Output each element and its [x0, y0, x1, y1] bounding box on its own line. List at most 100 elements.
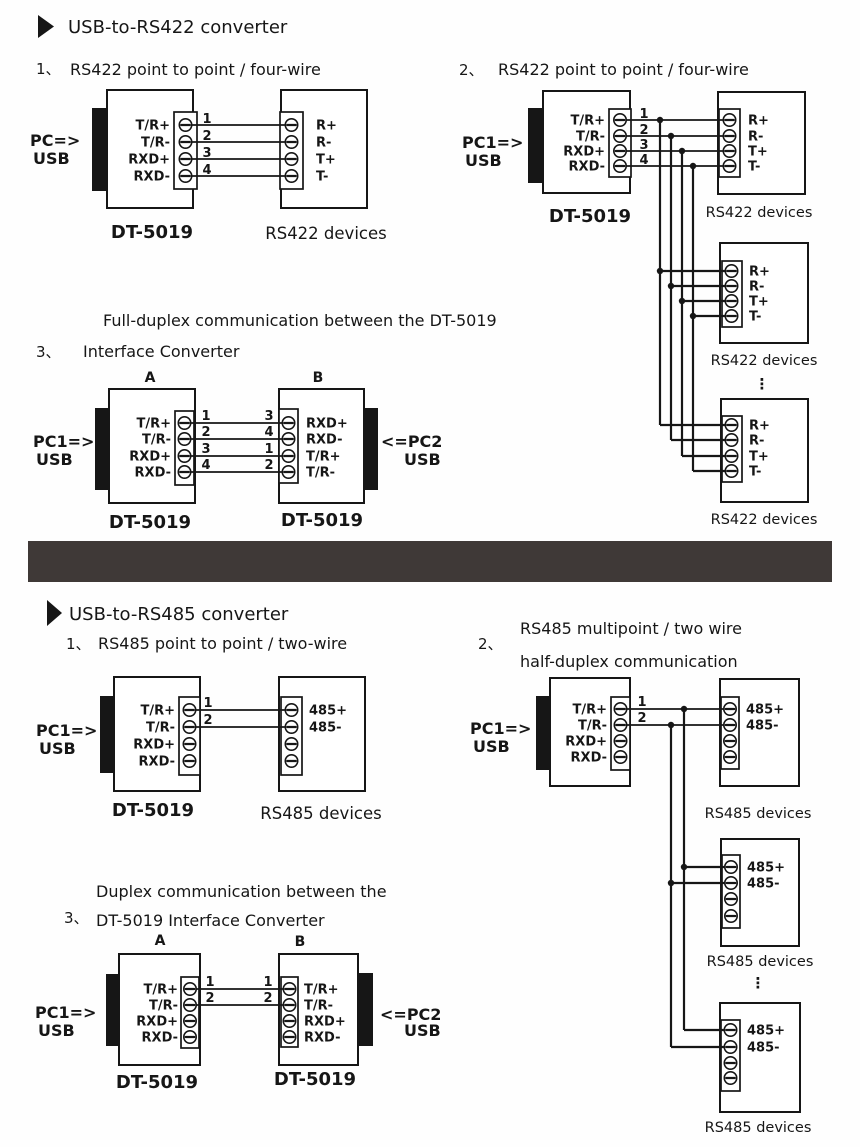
pin-label: T/R+ — [306, 450, 341, 465]
pin-label: RXD- — [304, 1031, 340, 1046]
wire-number: 1 — [639, 107, 648, 122]
junction-dot — [680, 705, 688, 713]
terminal-strip — [173, 111, 198, 190]
terminal-screw-icon — [612, 112, 628, 128]
terminal-screw-icon — [284, 719, 299, 735]
pin-label: 485- — [747, 877, 780, 892]
pin-label: RXD- — [134, 170, 170, 185]
pin-label: R- — [749, 434, 764, 449]
pin-label: RXD+ — [133, 738, 175, 753]
usb-label: USB — [36, 450, 73, 469]
pin-label: 485+ — [747, 861, 785, 876]
pin-label: RXD- — [142, 1031, 178, 1046]
rs485-duplex-diagram: Duplex communication between the 3、 DT-5… — [35, 882, 441, 1093]
pin-label: R- — [748, 130, 763, 145]
terminal-screw-icon — [724, 417, 739, 433]
wire-number: 1 — [264, 442, 273, 457]
diagram-title-line2: Interface Converter — [83, 342, 240, 361]
device-name: RS422 devices — [706, 205, 813, 221]
pin-label: RXD+ — [128, 153, 170, 168]
terminal-screw-icon — [613, 749, 628, 765]
pin-label: T/R+ — [143, 983, 178, 998]
terminal-screw-icon — [612, 158, 628, 174]
section-marker-icon — [47, 600, 62, 626]
section-marker-icon — [38, 15, 54, 38]
terminal-screw-icon — [281, 448, 296, 464]
terminal-screw-icon — [723, 1039, 738, 1055]
diagram-number: 1、 — [66, 635, 91, 653]
pin-label: R+ — [749, 265, 770, 280]
terminal-screw-icon — [723, 875, 739, 891]
more-devices-ellipsis: ⋮ — [755, 375, 770, 393]
terminal-screw-icon — [722, 112, 737, 128]
junction-dot — [678, 147, 686, 155]
pin-label: 485+ — [746, 703, 784, 718]
pc-label: PC1=> — [462, 133, 523, 152]
terminal-screw-icon — [722, 749, 738, 765]
pin-label: T/R+ — [140, 704, 175, 719]
unit-b-label: B — [295, 934, 306, 950]
pin-label: T- — [316, 170, 328, 185]
terminal-screw-icon — [182, 719, 197, 735]
pin-label: RXD+ — [129, 450, 171, 465]
terminal-screw-icon — [177, 415, 192, 431]
rs422-section: USB-to-RS422 converter 1、 RS422 point to… — [30, 15, 817, 533]
pin-label: T/R- — [146, 721, 175, 736]
wire-number: 4 — [202, 163, 211, 178]
terminal-screw-icon — [723, 1055, 738, 1071]
diagram-title: RS422 point to point / four-wire — [70, 60, 321, 79]
section-header: USB-to-RS422 converter — [68, 17, 288, 38]
pin-label: T/R+ — [572, 703, 607, 718]
terminal-screw-icon — [281, 431, 296, 447]
pin-label: RXD+ — [306, 417, 348, 432]
pin-label: T+ — [316, 153, 336, 168]
pin-label: T+ — [749, 295, 769, 310]
diagram-title: RS485 point to point / two-wire — [98, 634, 347, 653]
rs422-full-duplex-diagram: Full-duplex communication between the DT… — [33, 311, 497, 533]
rs485-section: USB-to-RS485 converter 1、 RS485 point to… — [35, 600, 813, 1136]
terminal-screw-icon — [182, 702, 197, 718]
pin-label: T/R+ — [136, 417, 171, 432]
device-name: RS485 devices — [705, 806, 812, 822]
usb-label: USB — [465, 151, 502, 170]
pin-label: T/R- — [304, 999, 333, 1014]
usb-connector-icon — [95, 408, 109, 490]
diagram-title-line1: Duplex communication between the — [96, 882, 387, 901]
pin-label: 485- — [747, 1041, 780, 1056]
junction-dot — [667, 132, 675, 140]
usb-label: USB — [404, 1021, 441, 1040]
terminal-screw-icon — [284, 151, 299, 167]
terminal-strip — [721, 260, 743, 328]
rs485-point-to-point-diagram: 1、 RS485 point to point / two-wire PC1=>… — [36, 634, 382, 823]
terminal-screw-icon — [723, 891, 739, 907]
terminal-screw-icon — [282, 997, 297, 1013]
terminal-screw-icon — [177, 464, 192, 480]
rs485-multipoint-diagram: 2、 RS485 multipoint / two wire half-dupl… — [470, 619, 813, 1136]
pc-label: <=PC2 — [381, 432, 442, 451]
terminal-screw-icon — [723, 1070, 738, 1086]
terminal-screw-icon — [724, 278, 739, 294]
junction-dot — [689, 312, 697, 320]
wire-number: 1 — [263, 975, 272, 990]
usb-label: USB — [473, 737, 510, 756]
terminal-screw-icon — [723, 1022, 738, 1038]
terminal-screw-icon — [723, 859, 739, 875]
wire-number: 1 — [637, 695, 646, 710]
terminal-screw-icon — [722, 128, 737, 144]
pin-label: T/R+ — [304, 983, 339, 998]
usb-connector-icon — [106, 974, 119, 1046]
terminal-screw-icon — [724, 293, 739, 309]
pin-label: RXD+ — [563, 145, 605, 160]
diagram-title-line1: RS485 multipoint / two wire — [520, 619, 742, 638]
terminal-strip — [718, 108, 741, 178]
terminal-screw-icon — [613, 717, 628, 733]
pin-label: 485+ — [309, 704, 347, 719]
terminal-screw-icon — [178, 117, 193, 133]
wire-number: 3 — [202, 146, 211, 161]
junction-dot — [656, 267, 664, 275]
terminal-screw-icon — [724, 308, 739, 324]
terminal-strip — [720, 696, 740, 770]
terminal-screw-icon — [613, 733, 628, 749]
